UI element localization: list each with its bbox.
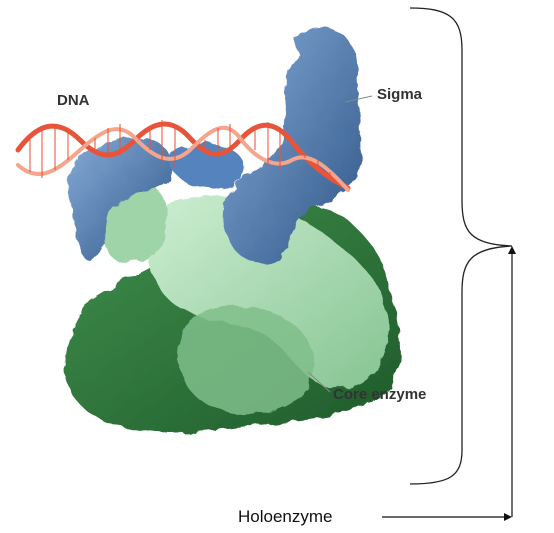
- core-leader-line: [307, 371, 331, 393]
- arrow-head-up-icon: [508, 246, 516, 254]
- dna-label: DNA: [57, 92, 90, 109]
- arrow-head-right-icon: [504, 513, 512, 521]
- core-enzyme-label: Core enzyme: [333, 386, 427, 403]
- core-enzyme-shape: [65, 173, 401, 433]
- sigma-factor-shape: [67, 28, 361, 265]
- sigma-leader-line: [344, 95, 373, 103]
- holoenzyme-label: Holoenzyme: [238, 507, 333, 526]
- dna-helix: [15, 120, 351, 192]
- holoenzyme-brace: [409, 7, 513, 485]
- sigma-label: Sigma: [377, 86, 423, 103]
